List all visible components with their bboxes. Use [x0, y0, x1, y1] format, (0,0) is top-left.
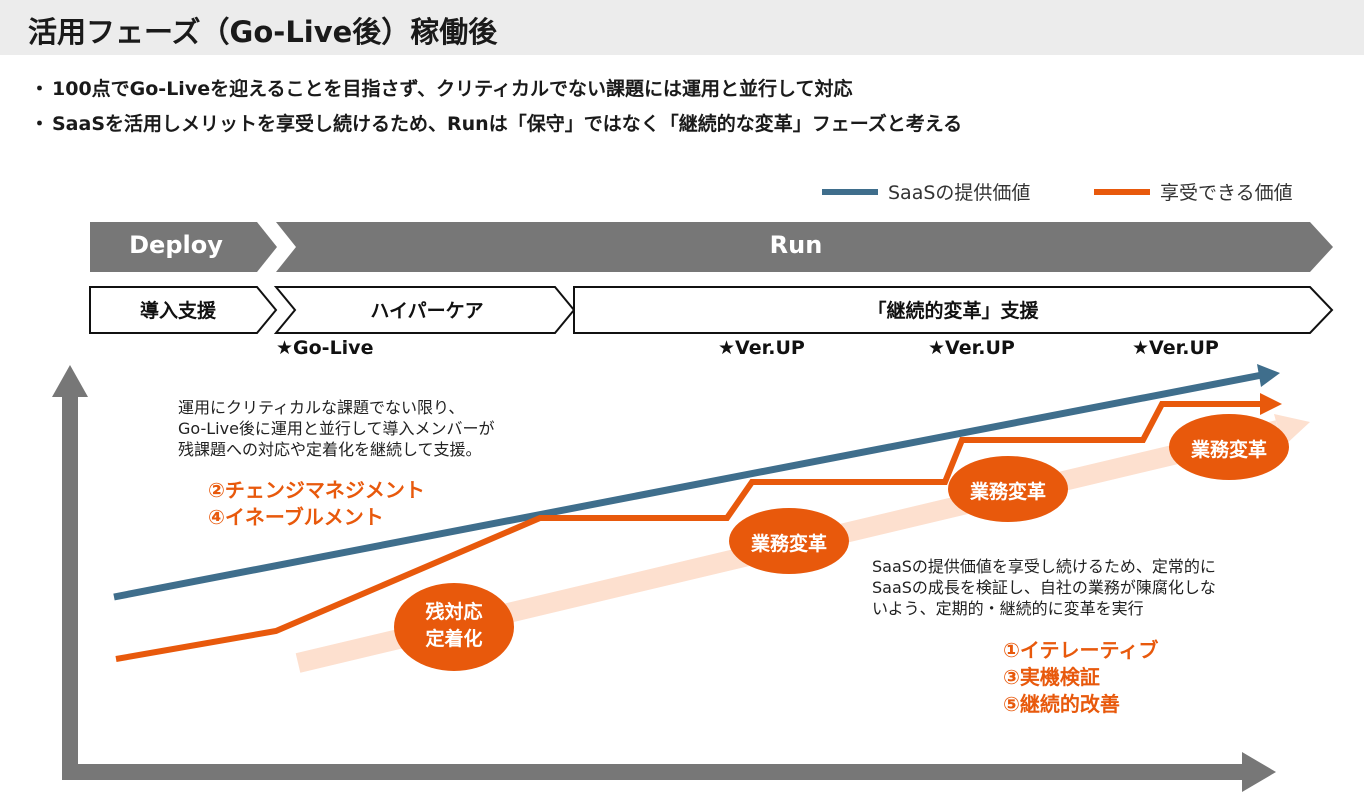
orange-list-left: ②チェンジマネジメント ④イネーブルメント: [208, 477, 425, 531]
reform-text-2: 業務変革: [969, 481, 1046, 503]
hypercare-label: ハイパーケア: [370, 300, 484, 322]
orange-right-item-1: ①イテレーティブ: [1003, 638, 1159, 662]
legend-swatch-provided-value: [822, 189, 878, 195]
bullet-dot: ・: [30, 78, 50, 100]
residual-ellipse-text: 残対応 定着化: [394, 599, 514, 653]
orange-left-item-2: ④イネーブルメント: [208, 505, 384, 529]
y-axis-arrowhead: [52, 365, 88, 397]
bullet-dot: ・: [30, 113, 50, 135]
note-right-line-3: いよう、定期的・継続的に変革を実行: [872, 599, 1144, 618]
legend-label-received-value: 享受できる価値: [1160, 182, 1293, 204]
note-right-line-2: SaaSの成長を検証し、自社の業務が陳腐化しな: [872, 578, 1216, 597]
saas-value-arrowhead: [1257, 364, 1280, 387]
milestone-go-live: ★Go-Live: [276, 337, 374, 359]
reform-text-3: 業務変革: [1190, 439, 1267, 461]
deploy-label: Deploy: [129, 231, 223, 259]
deploy-chevron: [90, 222, 277, 272]
residual-line-2: 定着化: [425, 628, 483, 650]
received-value-arrowhead: [1260, 393, 1282, 415]
orange-list-right: ①イテレーティブ ③実機検証 ⑤継続的改善: [1003, 637, 1158, 718]
note-left: 運用にクリティカルな課題でない限り、 Go-Live後に運用と並行して導入メンバ…: [178, 397, 494, 460]
x-axis-shaft: [62, 764, 1244, 780]
note-left-line-1: 運用にクリティカルな課題でない限り、: [178, 398, 465, 417]
note-left-line-3: 残課題への対応や定着化を継続して支援。: [178, 440, 482, 459]
milestone-ver-up-2: ★Ver.UP: [928, 337, 1015, 359]
intro-support-label: 導入支援: [139, 300, 216, 322]
intro-support-chevron: [89, 286, 278, 334]
reform-text-1: 業務変革: [750, 533, 827, 555]
note-right: SaaSの提供価値を享受し続けるため、定常的に SaaSの成長を検証し、自社の業…: [872, 556, 1216, 619]
residual-line-1: 残対応: [425, 601, 483, 623]
milestone-ver-up-3: ★Ver.UP: [1132, 337, 1219, 359]
orange-right-item-3: ⑤継続的改善: [1003, 692, 1120, 716]
orange-left-item-1: ②チェンジマネジメント: [208, 478, 425, 502]
received-value-line: [115, 401, 1262, 662]
hypercare-chevron: [273, 286, 576, 334]
bullet-text-1: 100点でGo-Liveを迎えることを目指さず、クリティカルでない課題には運用と…: [52, 78, 853, 100]
page-title: 活用フェーズ（Go-Live後）稼働後: [28, 15, 498, 49]
note-right-line-1: SaaSの提供価値を享受し続けるため、定常的に: [872, 557, 1216, 576]
reform-ellipse-3: [1169, 414, 1289, 480]
note-left-line-2: Go-Live後に運用と並行して導入メンバーが: [178, 419, 495, 438]
x-axis-arrowhead: [1242, 752, 1276, 792]
milestone-ver-up-1: ★Ver.UP: [718, 337, 805, 359]
reform-ellipse-1: [729, 508, 849, 574]
reform-ellipse-2: [948, 456, 1068, 522]
bullet-2: ・SaaSを活用しメリットを享受し続けるため、Runは「保守」ではなく「継続的な…: [30, 109, 962, 136]
orange-right-item-2: ③実機検証: [1003, 665, 1100, 689]
residual-ellipse: [394, 583, 514, 671]
run-chevron: [276, 222, 1333, 272]
legend-swatch-received-value: [1094, 189, 1150, 195]
title-bar: 活用フェーズ（Go-Live後）稼働後: [0, 0, 1364, 55]
bullet-1: ・100点でGo-Liveを迎えることを目指さず、クリティカルでない課題には運用…: [30, 74, 852, 101]
run-label: Run: [769, 231, 823, 259]
saas-value-line: [113, 371, 1263, 601]
y-axis-shaft: [62, 395, 78, 780]
legend-label-provided-value: SaaSの提供価値: [888, 182, 1031, 204]
continuous-support-chevron: [573, 286, 1334, 334]
bullet-text-2: SaaSを活用しメリットを享受し続けるため、Runは「保守」ではなく「継続的な変…: [52, 113, 963, 135]
continuous-support-label: 「継続的変革」支援: [867, 300, 1039, 322]
